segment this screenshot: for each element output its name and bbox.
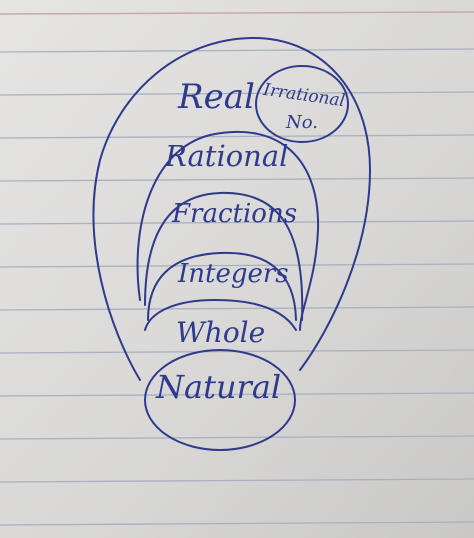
margin-line — [0, 11, 474, 15]
set-boundary-irrational — [255, 65, 349, 143]
set-boundary-fractions — [144, 191, 304, 321]
irrational-sub-label: No. — [285, 112, 318, 133]
ruled-line — [0, 177, 474, 182]
set-boundary-whole — [144, 299, 297, 331]
integers-label: Integers — [177, 259, 289, 289]
natural-label: Natural — [155, 368, 281, 406]
ruled-line — [0, 478, 474, 483]
set-boundary-real — [92, 36, 371, 381]
ruled-line — [0, 435, 474, 440]
ruled-line — [0, 263, 474, 268]
ruled-line — [0, 220, 474, 225]
ruled-line — [0, 306, 474, 311]
ruled-line — [0, 91, 474, 96]
set-boundary-rational — [136, 130, 320, 331]
set-boundary-integers — [147, 251, 297, 321]
real-label: Real — [177, 77, 255, 117]
ruled-lines — [0, 48, 474, 526]
set-boundary-natural — [144, 349, 296, 451]
rational-label: Rational — [164, 139, 288, 173]
fractions-label: Fractions — [171, 199, 297, 229]
ruled-line — [0, 134, 474, 139]
ruled-line — [0, 521, 474, 526]
ruled-line — [0, 48, 474, 53]
whole-label: Whole — [176, 316, 265, 349]
ruled-line — [0, 392, 474, 397]
